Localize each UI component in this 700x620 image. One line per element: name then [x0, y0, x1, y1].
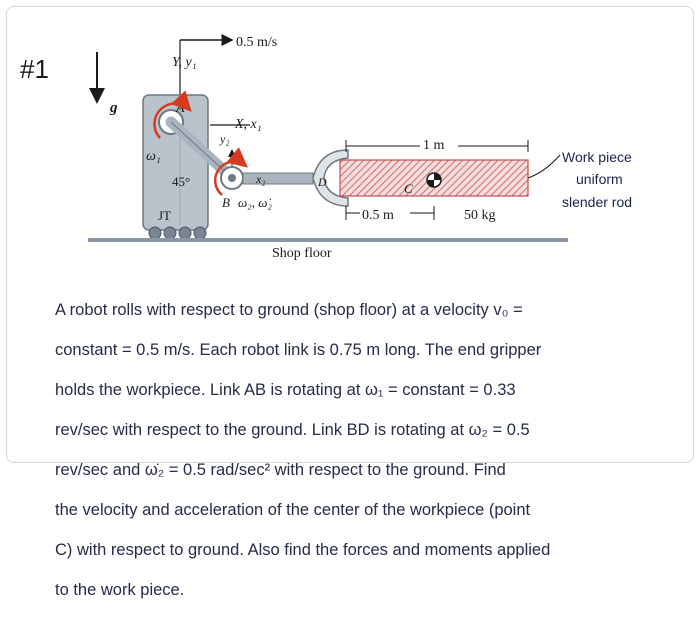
gripper [312, 149, 349, 207]
problem-line-6: the velocity and acceleration of the cen… [55, 501, 531, 519]
omega1-label: ω₁ [146, 149, 161, 164]
mass-label: 50 kg [464, 208, 496, 223]
work-piece-label-2: uniform [576, 171, 623, 187]
work-piece-label-1: Work piece [562, 149, 632, 165]
problem-number: #1 [20, 54, 49, 84]
omega2-label: ω₂, ω̇₂ [238, 195, 272, 210]
problem-line-2: constant = 0.5 m/s. Each robot link is 0… [55, 341, 542, 359]
dim-05m-mask [360, 206, 410, 222]
problem-statement: A robot rolls with respect to ground (sh… [55, 280, 685, 620]
velocity-label: 0.5 m/s [236, 35, 277, 50]
shop-floor-line [88, 238, 568, 242]
card-border [6, 6, 694, 463]
robot-diagram: #1 g 0.5 m/s Y, y₁ A ω₁ X, x₁ y₂ 45° [20, 34, 632, 261]
dim-05m-label: 0.5 m [362, 208, 394, 223]
shop-floor-label: Shop floor [272, 246, 332, 261]
point-b-label: B [222, 195, 230, 210]
dim-1m-mask [420, 136, 458, 152]
center-mass-fill [427, 173, 441, 187]
problem-line-1: A robot rolls with respect to ground (sh… [55, 301, 523, 319]
jt-label: JT [158, 208, 171, 223]
x-axis-label: X, x₁ [234, 117, 262, 132]
wheel-3 [178, 226, 192, 240]
work-piece-label-3: slender rod [562, 194, 632, 210]
wheel-4 [193, 226, 207, 240]
x2-label: x₂ [255, 172, 266, 186]
omega2-arrow [213, 147, 248, 196]
problem-line-8: to the work piece. [55, 581, 185, 599]
problem-line-5: rev/sec and ω̇₂ = 0.5 rad/sec² with resp… [55, 461, 506, 479]
joint-b-pin [228, 174, 236, 182]
gravity-label: g [109, 100, 118, 116]
point-d-label: D [317, 175, 327, 189]
wheel-2 [163, 226, 177, 240]
y2-label: y₂ [219, 132, 230, 146]
problem-card: #1 g 0.5 m/s Y, y₁ A ω₁ X, x₁ y₂ 45° [6, 6, 694, 599]
problem-line-3: holds the workpiece. Link AB is rotating… [55, 381, 516, 399]
y-axis-label: Y, y₁ [172, 55, 197, 70]
link-ab-centerline [170, 121, 233, 179]
wheel-1 [148, 226, 162, 240]
dim-1m-label: 1 m [423, 138, 445, 153]
problem-line-4: rev/sec with respect to the ground. Link… [55, 421, 530, 439]
omega1-arrow [153, 90, 192, 139]
angle-label: 45° [172, 174, 190, 189]
link-bd [242, 172, 314, 185]
problem-line-7: C) with respect to ground. Also find the… [55, 541, 551, 559]
point-c-label: C [404, 181, 413, 196]
work-piece-leader [527, 154, 561, 179]
